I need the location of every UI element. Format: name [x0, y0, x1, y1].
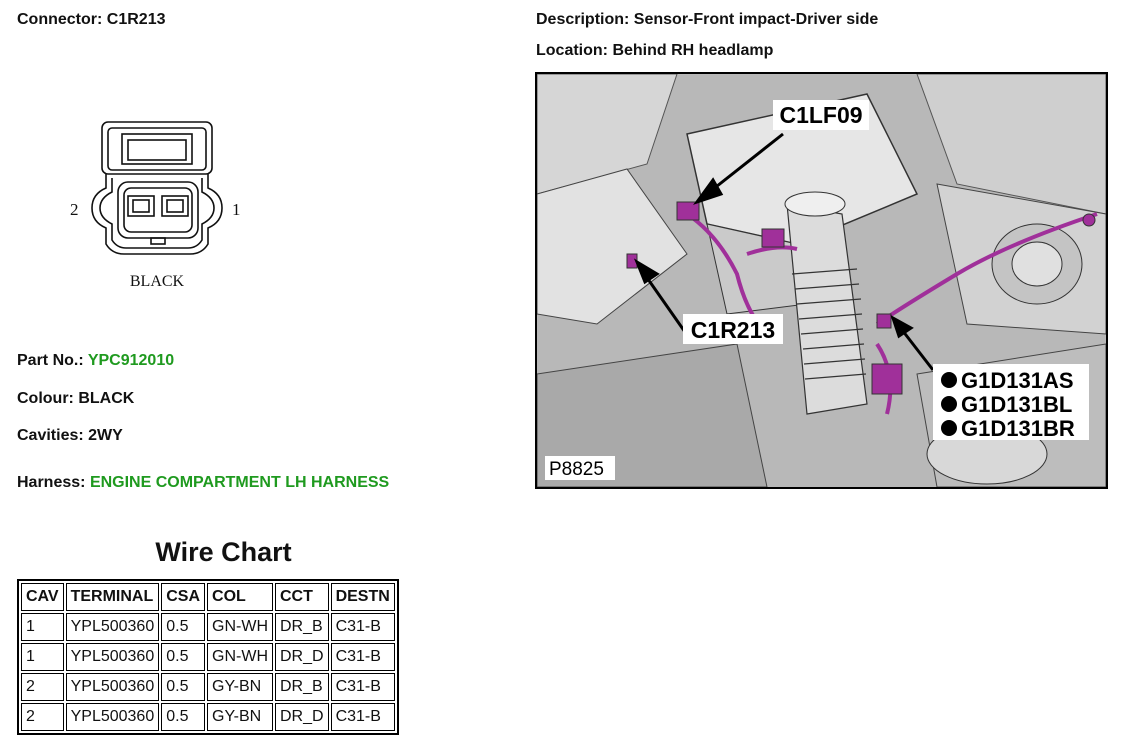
header-destn: DESTN: [330, 583, 395, 611]
callout-c1lf09: C1LF09: [779, 102, 862, 128]
table-row: 1 YPL500360 0.5 GN-WH DR_B C31-B: [21, 613, 395, 641]
colour-line: Colour: BLACK: [17, 390, 134, 408]
connector-line: Connector: C1R213: [17, 11, 165, 29]
cell-destn: C31-B: [330, 643, 395, 671]
cell-destn: C31-B: [330, 673, 395, 701]
cell-terminal: YPL500360: [65, 613, 160, 641]
description-line: Description: Sensor-Front impact-Driver …: [536, 11, 878, 29]
header-terminal: TERMINAL: [65, 583, 160, 611]
location-photo-illustration: C1LF09 C1R213 G1D131AS G1D131BL G1D131BR…: [537, 74, 1106, 487]
description-value: Sensor-Front impact-Driver side: [633, 11, 879, 28]
photo-reference: P8825: [549, 459, 604, 480]
location-value: Behind RH headlamp: [612, 42, 774, 59]
table-row: 2 YPL500360 0.5 GY-BN DR_D C31-B: [21, 703, 395, 731]
cell-cct: DR_D: [275, 703, 329, 731]
description-label: Description:: [536, 11, 630, 28]
colour-value: BLACK: [78, 390, 135, 407]
cell-col: GN-WH: [207, 613, 273, 641]
ground-label-as: G1D131AS: [961, 368, 1074, 393]
cell-cav: 2: [21, 703, 64, 731]
cell-cct: DR_B: [275, 673, 329, 701]
ground-bullet-2: [941, 396, 957, 412]
pin-2-label: 2: [70, 200, 79, 219]
location-label: Location:: [536, 42, 608, 59]
ground-label-br: G1D131BR: [961, 416, 1075, 441]
cavities-line: Cavities: 2WY: [17, 427, 123, 445]
harness-value: ENGINE COMPARTMENT LH HARNESS: [89, 474, 390, 491]
connector-label: Connector:: [17, 11, 103, 28]
cell-cav: 1: [21, 613, 64, 641]
cell-destn: C31-B: [330, 703, 395, 731]
callout-c1r213: C1R213: [691, 317, 775, 343]
pin-1-label: 1: [232, 200, 241, 219]
header-cav: CAV: [21, 583, 64, 611]
table-row: 2 YPL500360 0.5 GY-BN DR_B C31-B: [21, 673, 395, 701]
part-number-value: YPC912010: [87, 352, 175, 369]
part-number-label: Part No.:: [17, 352, 84, 369]
cavities-label: Cavities:: [17, 427, 84, 444]
cell-csa: 0.5: [161, 703, 206, 731]
wire-chart-table: CAV TERMINAL CSA COL CCT DESTN 1 YPL5003…: [17, 579, 399, 735]
part-number-line: Part No.: YPC912010: [17, 352, 174, 370]
cell-csa: 0.5: [161, 643, 206, 671]
cell-destn: C31-B: [330, 613, 395, 641]
connector-value: C1R213: [106, 11, 166, 28]
location-photo: C1LF09 C1R213 G1D131AS G1D131BL G1D131BR…: [535, 72, 1108, 489]
diagram-caption: BLACK: [130, 273, 185, 290]
harness-label: Harness:: [17, 474, 86, 491]
cell-terminal: YPL500360: [65, 703, 160, 731]
table-row: 1 YPL500360 0.5 GN-WH DR_D C31-B: [21, 643, 395, 671]
ground-bullet-3: [941, 420, 957, 436]
header-col: COL: [207, 583, 273, 611]
cell-cav: 1: [21, 643, 64, 671]
wire-chart-title: Wire Chart: [155, 537, 292, 567]
cell-cct: DR_B: [275, 613, 329, 641]
location-line: Location: Behind RH headlamp: [536, 42, 773, 60]
cell-cav: 2: [21, 673, 64, 701]
cell-cct: DR_D: [275, 643, 329, 671]
harness-line: Harness: ENGINE COMPARTMENT LH HARNESS: [17, 474, 389, 492]
cell-csa: 0.5: [161, 613, 206, 641]
cell-col: GN-WH: [207, 643, 273, 671]
header-csa: CSA: [161, 583, 206, 611]
cell-col: GY-BN: [207, 673, 273, 701]
colour-label: Colour:: [17, 390, 74, 407]
cell-terminal: YPL500360: [65, 673, 160, 701]
cell-col: GY-BN: [207, 703, 273, 731]
cell-terminal: YPL500360: [65, 643, 160, 671]
table-header-row: CAV TERMINAL CSA COL CCT DESTN: [21, 583, 395, 611]
cell-csa: 0.5: [161, 673, 206, 701]
header-cct: CCT: [275, 583, 329, 611]
connector-face-diagram: 2 1 BLACK: [70, 121, 241, 290]
ground-label-bl: G1D131BL: [961, 392, 1072, 417]
ground-bullet-1: [941, 372, 957, 388]
cavities-value: 2WY: [88, 427, 123, 444]
